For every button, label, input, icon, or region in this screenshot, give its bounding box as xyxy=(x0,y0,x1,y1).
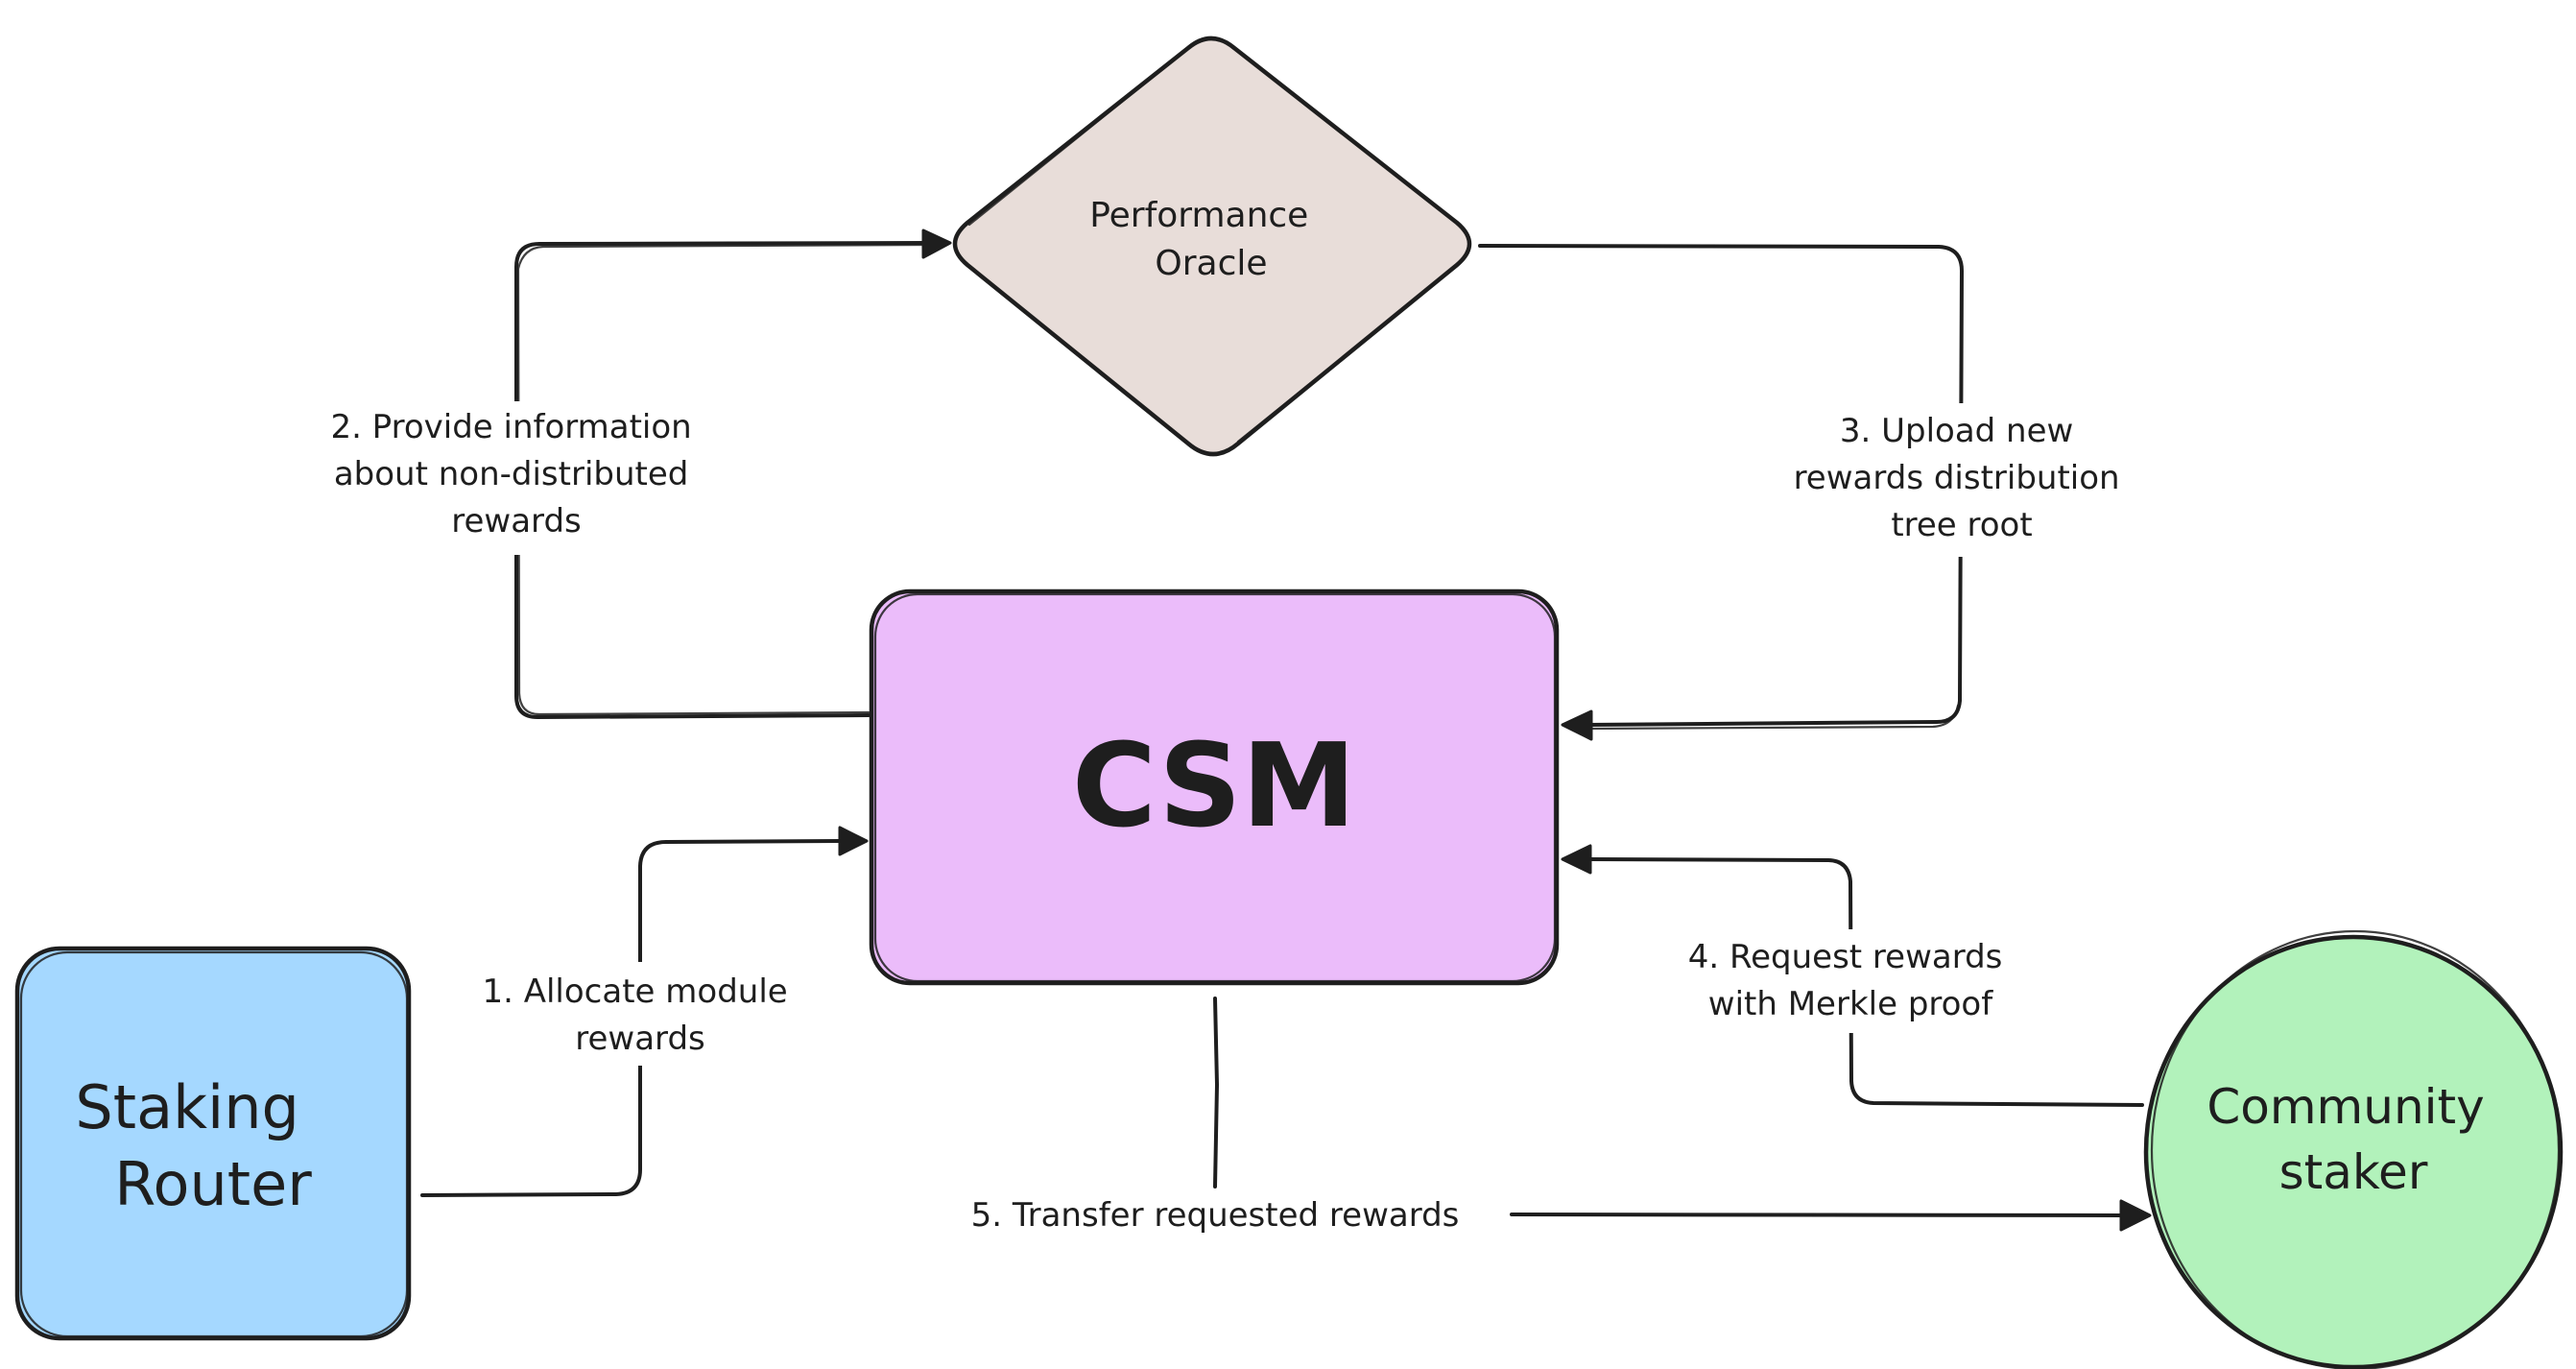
oracle-label-line: Oracle xyxy=(1155,244,1267,283)
oracle-label: Performance Oracle xyxy=(1089,196,1320,283)
edge-3-line-sketch xyxy=(1587,704,1960,731)
edge-4-label-bg xyxy=(1651,929,2054,1033)
community-staker-circle-shape xyxy=(2143,934,2564,1369)
staking-router-box-sketch xyxy=(19,950,409,1338)
csm-box-sketch xyxy=(873,592,1557,983)
oracle-diamond-shape xyxy=(952,36,1472,457)
node-performance-oracle[interactable]: Performance Oracle xyxy=(952,36,1472,457)
csm-label: CSM xyxy=(1072,720,1356,853)
edge-1-arrowhead xyxy=(838,826,869,856)
edge-5-label-line: 5. Transfer requested rewards xyxy=(971,1196,1460,1235)
node-staking-router[interactable]: Staking Router xyxy=(14,946,412,1341)
edge-2-label-line: about non-distributed xyxy=(334,455,689,493)
edge-4-label-line: 4. Request rewards xyxy=(1688,938,2003,976)
edge-2-label-line: 2. Provide information xyxy=(330,408,691,446)
edge-2-arrowhead xyxy=(921,228,952,259)
staking-router-box-shape xyxy=(14,946,412,1341)
edge-5-line-horizontal xyxy=(1510,1213,2123,1217)
community-staker-label: Community staker xyxy=(2206,1079,2499,1200)
edge-5-arrowhead xyxy=(2119,1199,2152,1232)
edge-2-label-line: rewards xyxy=(451,502,581,540)
edge-3-arrowhead xyxy=(1561,709,1593,741)
edge-1-allocate-rewards: 1. Allocate module rewards xyxy=(420,826,869,1197)
edge-4-label-line: with Merkle proof xyxy=(1708,985,1993,1023)
node-csm[interactable]: CSM xyxy=(869,588,1560,986)
oracle-diamond-sketch xyxy=(967,48,1457,444)
node-community-staker[interactable]: Community staker xyxy=(2143,929,2564,1369)
edge-2-label-bg xyxy=(298,401,739,555)
community-staker-label-line: Community xyxy=(2206,1079,2484,1135)
edge-3-label: 3. Upload new rewards distribution tree … xyxy=(1794,412,2131,544)
staking-router-label-line: Staking xyxy=(75,1072,298,1142)
edge-1-label-bg xyxy=(461,962,825,1066)
csm-label-line: CSM xyxy=(1072,720,1356,853)
edge-1-label-line: rewards xyxy=(575,1020,704,1058)
edge-2-provide-information: 2. Provide information about non-distrib… xyxy=(298,228,952,719)
edge-3-label-line: 3. Upload new xyxy=(1840,412,2073,450)
edge-3-label-bg xyxy=(1766,403,2159,557)
edge-3-label-line: rewards distribution xyxy=(1794,459,2120,497)
edge-4-request-rewards: 4. Request rewards with Merkle proof xyxy=(1561,844,2144,1107)
community-staker-label-line: staker xyxy=(2279,1144,2428,1200)
edge-4-label: 4. Request rewards with Merkle proof xyxy=(1688,938,2013,1023)
staking-router-label-line: Router xyxy=(114,1149,312,1219)
oracle-label-line: Performance xyxy=(1089,196,1308,235)
edge-5-transfer-rewards: 5. Transfer requested rewards xyxy=(971,997,2152,1235)
edge-3-label-line: tree root xyxy=(1891,506,2032,544)
edge-1-label-line: 1. Allocate module xyxy=(482,973,787,1011)
staking-router-label: Staking Router xyxy=(75,1072,318,1219)
edge-5-label: 5. Transfer requested rewards xyxy=(971,1196,1460,1235)
edge-5-line-vertical xyxy=(1213,997,1219,1189)
edge-4-arrowhead xyxy=(1561,844,1592,875)
community-staker-circle-sketch xyxy=(2150,929,2561,1369)
edge-3-upload-root: 3. Upload new rewards distribution tree … xyxy=(1478,244,2159,741)
edge-1-label: 1. Allocate module rewards xyxy=(482,973,798,1058)
csm-box-shape xyxy=(869,588,1560,986)
edge-2-label: 2. Provide information about non-distrib… xyxy=(330,408,702,540)
